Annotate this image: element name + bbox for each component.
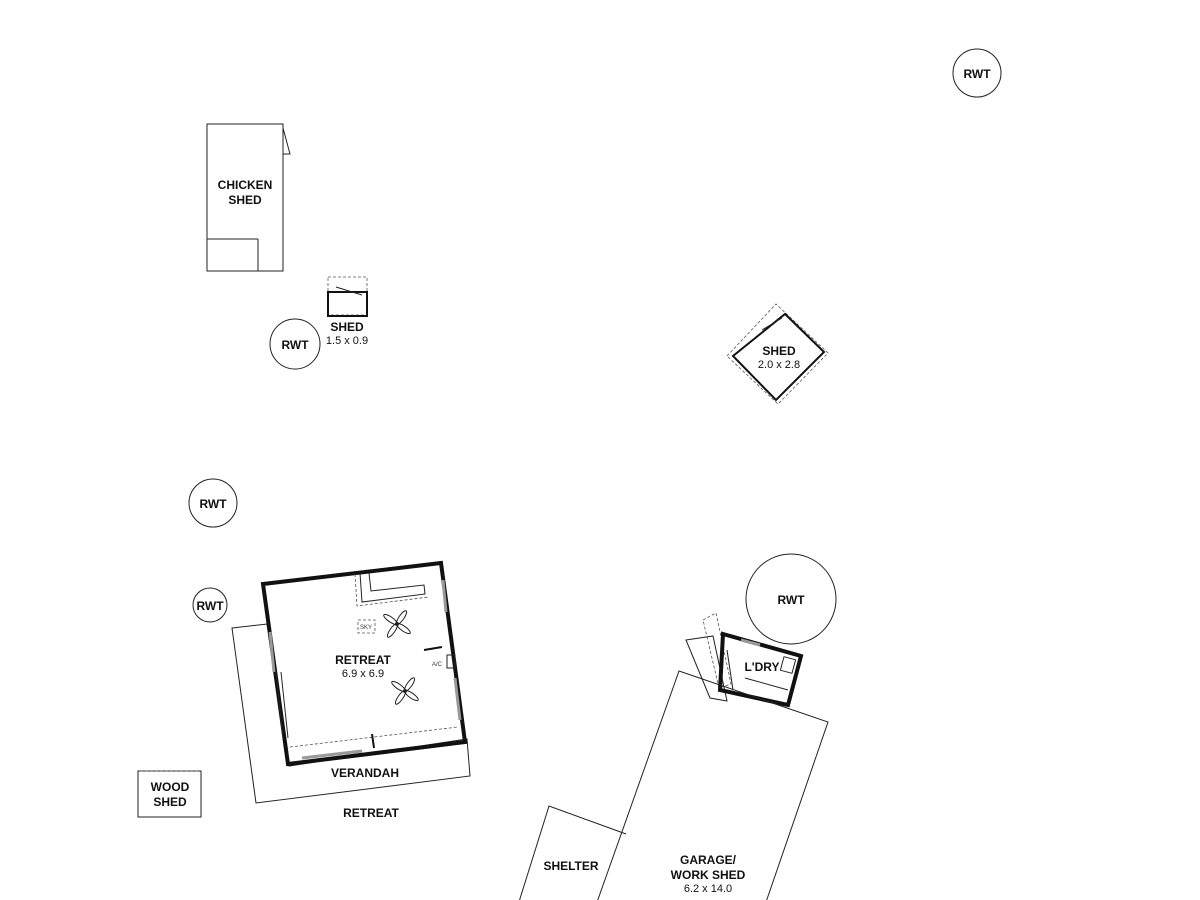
garage-size: 6.2 x 14.0 [684,883,732,895]
rwt-tank-top-right: RWT [952,48,1002,98]
rwt-tank-near-shed: RWT [269,318,321,370]
rwt-label: RWT [199,497,227,511]
retreat-building: SKY A/C RETREAT 6.9 x 6.9 VERANDAH RETRE… [231,560,471,820]
diamond-shed-label: SHED [762,344,796,358]
shelter: SHELTER [519,805,627,900]
garage-label-line2: WORK SHED [671,868,746,882]
shelter-label: SHELTER [543,859,598,873]
rwt-label: RWT [777,593,805,607]
rwt-label: RWT [196,599,224,613]
ceiling-fan-icon [383,610,411,638]
laundry-label: L'DRY [744,660,779,674]
small-shed-size: 1.5 x 0.9 [326,335,368,347]
small-shed: SHED 1.5 x 0.9 [326,276,368,347]
chicken-shed: CHICKEN SHED [206,123,291,272]
retreat-label: RETREAT [343,806,399,820]
wood-shed-label-line2: SHED [153,795,187,809]
diamond-shed: SHED 2.0 x 2.8 [726,303,829,405]
rwt-tank-large: RWT [745,553,837,645]
verandah-label: VERANDAH [331,766,399,780]
small-shed-label: SHED [330,320,364,334]
ac-label: A/C [432,662,443,668]
rwt-label: RWT [963,67,991,81]
diamond-shed-size: 2.0 x 2.8 [758,359,800,371]
garage-label-line1: GARAGE/ [680,853,737,867]
ceiling-fan-icon [391,677,419,705]
skylight-label: SKY [360,625,372,631]
garage-work-shed: GARAGE/ WORK SHED 6.2 x 14.0 [597,670,829,900]
rwt-tank-left-middle: RWT [188,478,238,528]
rwt-label: RWT [281,338,309,352]
wood-shed: WOOD SHED [137,770,202,818]
retreat-room-size: 6.9 x 6.9 [342,668,384,680]
chicken-shed-label-line2: SHED [228,193,262,207]
retreat-room-label: RETREAT [335,653,391,667]
rwt-tank-near-retreat: RWT [192,587,228,623]
wood-shed-label-line1: WOOD [151,780,190,794]
chicken-shed-label-line1: CHICKEN [218,178,273,192]
